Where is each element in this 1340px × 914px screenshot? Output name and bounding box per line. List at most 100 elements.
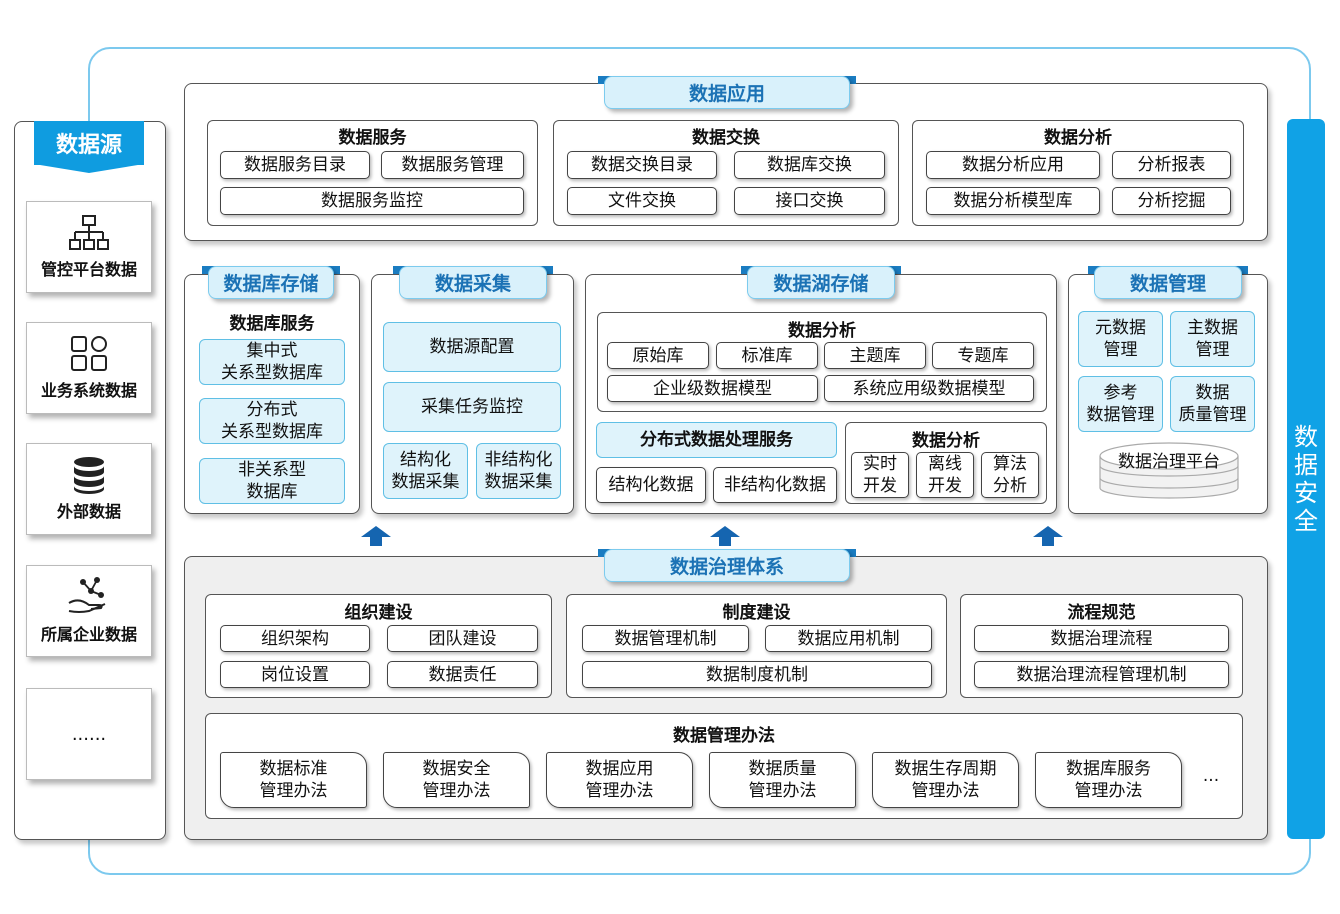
source-card-business-system[interactable]: 业务系统数据 <box>26 322 152 414</box>
quality-method[interactable]: 数据质量管理办法 <box>709 752 856 808</box>
platform-disk-stack-icon <box>1099 442 1239 499</box>
item-line: 非结构化 <box>484 450 553 470</box>
data-responsibility[interactable]: 数据责任 <box>387 661 538 688</box>
analysis-report[interactable]: 分析报表 <box>1112 151 1231 179</box>
process-spec-title: 流程规范 <box>1067 603 1136 623</box>
item-line: 分析 <box>993 476 1027 496</box>
centralized-rdb[interactable]: 集中式关系型数据库 <box>199 339 345 385</box>
data-analysis-title: 数据分析 <box>1044 128 1112 148</box>
org-chart-icon <box>69 215 109 250</box>
governance-process[interactable]: 数据治理流程 <box>974 625 1229 652</box>
interface-exchange[interactable]: 接口交换 <box>734 187 885 215</box>
item-line: 数据 <box>1195 383 1230 403</box>
org-building-title: 组织建设 <box>344 603 413 623</box>
source-card-affiliates[interactable]: 所属企业数据 <box>26 565 152 657</box>
nonrelational-db[interactable]: 非关系型数据库 <box>199 458 345 504</box>
standard-method[interactable]: 数据标准管理办法 <box>220 752 367 808</box>
item-line: 数据生存周期 <box>894 759 997 779</box>
item-line: 管理办法 <box>748 781 817 801</box>
data-quality-management[interactable]: 数据质量管理 <box>1170 376 1255 432</box>
source-card-external[interactable]: 外部数据 <box>26 443 152 535</box>
system-model[interactable]: 系统应用级数据模型 <box>824 375 1034 402</box>
collection-title: 数据采集 <box>399 266 547 299</box>
file-exchange[interactable]: 文件交换 <box>567 187 717 215</box>
item-line: 数据质量 <box>748 759 817 779</box>
data-source-title-tail <box>34 164 144 173</box>
analysis-mining[interactable]: 分析挖掘 <box>1112 187 1231 215</box>
item-line: 分布式 <box>246 400 298 420</box>
source-card-more[interactable]: ...... <box>26 688 152 780</box>
item-line: 数据标准 <box>259 759 328 779</box>
item-line: 主数据 <box>1187 318 1238 338</box>
data-analysis-application[interactable]: 数据分析应用 <box>926 151 1100 179</box>
item-line: 元数据 <box>1095 318 1146 338</box>
data-application-title: 数据应用 <box>604 76 850 109</box>
data-exchange-catalog[interactable]: 数据交换目录 <box>567 151 717 179</box>
security-char: 安 <box>1294 479 1318 507</box>
item-line: 数据应用 <box>585 759 654 779</box>
item-line: 数据管理 <box>1086 405 1155 425</box>
database-exchange[interactable]: 数据库交换 <box>734 151 885 179</box>
source-card-label: 所属企业数据 <box>40 625 137 644</box>
security-char: 据 <box>1294 451 1318 479</box>
item-line: 管理 <box>1103 340 1138 360</box>
source-config[interactable]: 数据源配置 <box>383 322 561 372</box>
unstructured-data[interactable]: 非结构化数据 <box>713 467 837 503</box>
governance-title: 数据治理体系 <box>604 549 850 582</box>
item-line: 数据安全 <box>422 759 491 779</box>
topic-library[interactable]: 主题库 <box>824 342 926 369</box>
regulation-mechanism[interactable]: 数据制度机制 <box>582 661 932 688</box>
item-line: 参考 <box>1103 383 1138 403</box>
structured-collection[interactable]: 结构化数据采集 <box>383 443 468 499</box>
item-line: 管理办法 <box>422 781 491 801</box>
distributed-processing-service[interactable]: 分布式数据处理服务 <box>596 422 837 458</box>
master-data-management[interactable]: 主数据管理 <box>1170 311 1255 367</box>
data-service-title: 数据服务 <box>338 128 407 148</box>
source-card-control-platform[interactable]: 管控平台数据 <box>26 201 152 293</box>
reference-data-management[interactable]: 参考数据管理 <box>1078 376 1163 432</box>
item-line: 管理办法 <box>585 781 654 801</box>
db-service-method[interactable]: 数据库服务管理办法 <box>1035 752 1182 808</box>
source-card-label: 业务系统数据 <box>40 381 137 400</box>
analysis-model-library[interactable]: 数据分析模型库 <box>926 187 1100 215</box>
data-exchange-title: 数据交换 <box>692 128 760 148</box>
application-mechanism[interactable]: 数据应用机制 <box>765 625 932 652</box>
unstructured-collection[interactable]: 非结构化数据采集 <box>476 443 561 499</box>
structured-data[interactable]: 结构化数据 <box>596 467 706 503</box>
item-line: 数据库 <box>246 482 298 502</box>
management-mechanism[interactable]: 数据管理机制 <box>582 625 749 652</box>
distributed-rdb[interactable]: 分布式关系型数据库 <box>199 398 345 444</box>
lake-analysis-title: 数据分析 <box>788 321 856 341</box>
source-card-label: 外部数据 <box>56 502 121 521</box>
standard-library[interactable]: 标准库 <box>716 342 818 369</box>
metadata-management[interactable]: 元数据管理 <box>1078 311 1163 367</box>
org-structure[interactable]: 组织架构 <box>220 625 370 652</box>
enterprise-model[interactable]: 企业级数据模型 <box>607 375 818 402</box>
security-method[interactable]: 数据安全管理办法 <box>383 752 530 808</box>
task-monitoring[interactable]: 采集任务监控 <box>383 382 561 432</box>
position-setting[interactable]: 岗位设置 <box>220 661 370 688</box>
realtime-dev[interactable]: 实时开发 <box>851 452 909 498</box>
item-line: 开发 <box>863 476 897 496</box>
algorithm-analysis[interactable]: 算法分析 <box>981 452 1039 498</box>
security-char: 数 <box>1294 423 1318 451</box>
data-security-bar[interactable]: 数 据 安 全 <box>1287 119 1325 839</box>
item-line: 关系型数据库 <box>221 363 323 383</box>
application-method[interactable]: 数据应用管理办法 <box>546 752 693 808</box>
offline-dev[interactable]: 离线开发 <box>916 452 974 498</box>
raw-library[interactable]: 原始库 <box>607 342 709 369</box>
data-lake-title: 数据湖存储 <box>747 266 895 299</box>
hand-network-icon <box>68 577 106 613</box>
governance-process-mechanism[interactable]: 数据治理流程管理机制 <box>974 661 1229 688</box>
database-icon <box>74 457 104 494</box>
team-building[interactable]: 团队建设 <box>387 625 538 652</box>
management-methods-title: 数据管理办法 <box>673 726 775 746</box>
data-service-catalog[interactable]: 数据服务目录 <box>220 151 370 179</box>
data-service-monitoring[interactable]: 数据服务监控 <box>220 187 524 215</box>
up-arrow-icon <box>361 526 391 546</box>
lifecycle-method[interactable]: 数据生存周期管理办法 <box>872 752 1019 808</box>
grid-squares-icon <box>71 336 107 371</box>
subject-library[interactable]: 专题库 <box>932 342 1034 369</box>
data-service-management[interactable]: 数据服务管理 <box>381 151 524 179</box>
security-char: 全 <box>1294 507 1318 535</box>
